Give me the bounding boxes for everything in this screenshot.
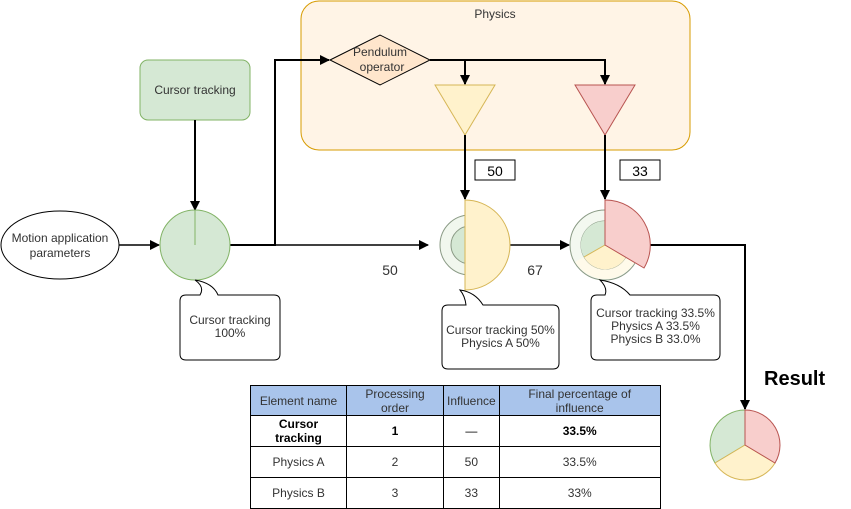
influence-table: Element name Processing order Influence … <box>250 385 661 509</box>
header-influence: Influence <box>443 385 500 416</box>
header-final-percentage: Final percentage of influence <box>498 385 661 416</box>
influence-value-a: 50 <box>487 163 503 179</box>
motion-params-node[interactable] <box>0 210 120 280</box>
motion-params-label-2: parameters <box>30 246 91 260</box>
table-row: Cursor tracking 1 — 33.5% <box>250 415 661 447</box>
callout-stage3 <box>590 279 721 361</box>
cell-element-name: Physics B <box>250 477 347 509</box>
callout-stage1 <box>179 279 281 361</box>
physics-group-title: Physics <box>474 7 515 21</box>
cell-influence: 50 <box>443 446 500 478</box>
stage2-pie[interactable] <box>439 199 511 291</box>
header-processing-order: Processing order <box>346 385 444 416</box>
cell-processing-order: 3 <box>346 477 444 509</box>
result-title: Result <box>764 368 826 390</box>
callout-stage2-line: Cursor tracking 50% <box>446 323 555 337</box>
table-row: Physics A 2 50 33.5% <box>250 446 661 478</box>
stage3-pie[interactable] <box>569 199 651 281</box>
pendulum-label-1: Pendulum <box>353 45 407 59</box>
callout-stage3-line: Physics A 33.5% <box>611 319 700 333</box>
edge-stage3-to-result <box>650 244 750 410</box>
callout-stage2-line: Physics A 50% <box>461 336 540 350</box>
cell-influence: — <box>443 415 500 447</box>
result-slice-red <box>744 409 781 464</box>
callout-stage3-text: Cursor tracking 33.5% Physics A 33.5% Ph… <box>589 307 722 346</box>
influence-value-b: 33 <box>632 163 648 179</box>
result-pie[interactable] <box>709 409 781 481</box>
pendulum-label-2: operator <box>360 60 405 74</box>
callout-stage3-line: Cursor tracking 33.5% <box>596 306 715 320</box>
stage3-physics-b-slice <box>604 199 651 269</box>
header-element-name: Element name <box>250 385 347 416</box>
callout-stage1-line: Cursor tracking <box>189 313 271 327</box>
result-slice-yellow <box>714 444 776 481</box>
cell-final-percentage: 33.5% <box>498 446 661 478</box>
cell-element-name: Physics A <box>250 446 347 478</box>
cell-final-percentage: 33.5% <box>498 415 661 447</box>
motion-params-label-1: Motion application <box>12 231 109 245</box>
influence-box-b <box>619 159 661 181</box>
edge-pendulum-to-b <box>465 59 610 85</box>
cell-influence: 33 <box>443 477 500 509</box>
callout-stage2-text: Cursor tracking 50% Physics A 50% <box>442 324 559 350</box>
callout-stage2 <box>441 289 560 370</box>
physics-a-triangle[interactable] <box>434 84 496 136</box>
physics-b-triangle[interactable] <box>574 84 636 136</box>
table-header-row: Element name Processing order Influence … <box>250 385 661 416</box>
stage3-divider <box>583 244 606 258</box>
cell-processing-order: 2 <box>346 446 444 478</box>
edge-label-after-a: 67 <box>527 262 543 278</box>
cell-final-percentage: 33% <box>498 477 661 509</box>
table-row: Physics B 3 33 33% <box>250 477 661 509</box>
cell-processing-order: 1 <box>346 415 444 447</box>
cursor-tracking-label: Cursor tracking <box>154 83 235 97</box>
callout-stage1-text: Cursor tracking 100% <box>180 314 280 340</box>
edge-label-before-a: 50 <box>382 262 398 278</box>
stage2-physics-a-slice <box>464 199 511 291</box>
physics-group[interactable] <box>300 0 691 151</box>
cell-element-name: Cursor tracking <box>250 415 347 447</box>
callout-stage1-line: 100% <box>214 326 246 340</box>
callout-stage3-line: Physics B 33.0% <box>610 332 701 346</box>
influence-box-a <box>474 159 516 181</box>
